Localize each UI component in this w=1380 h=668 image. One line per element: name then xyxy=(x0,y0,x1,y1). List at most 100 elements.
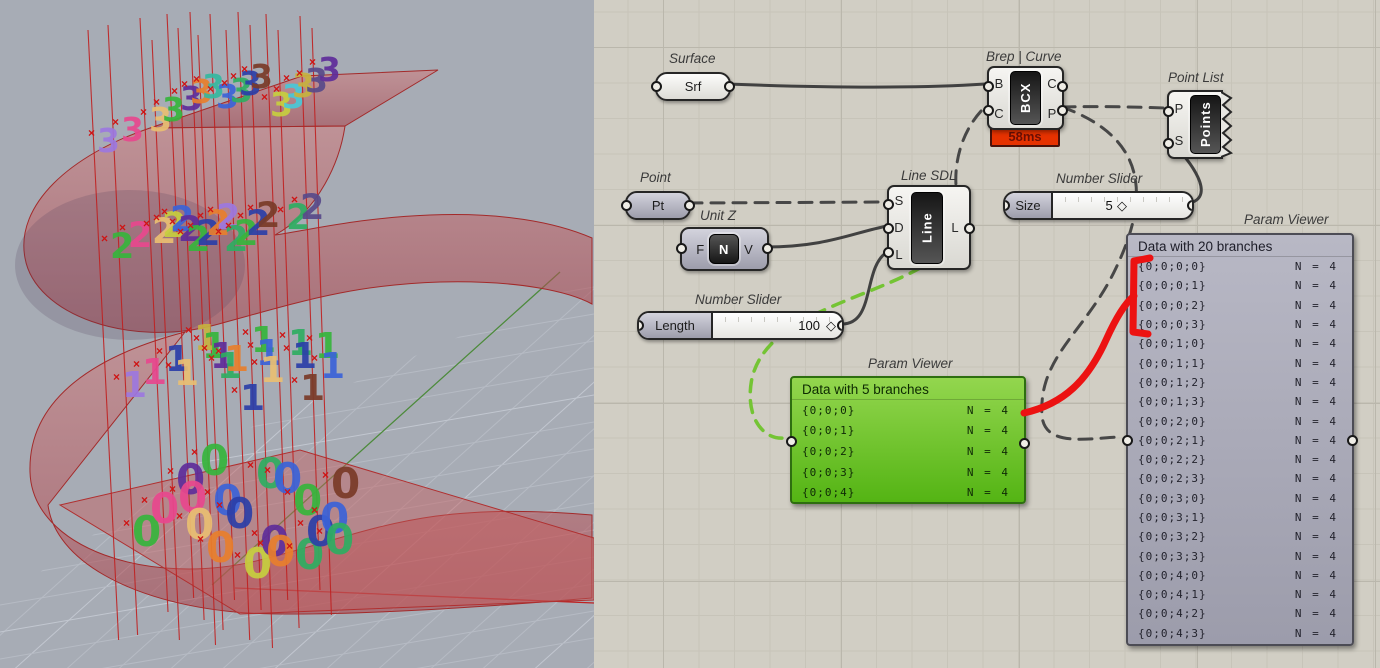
branch-count: N = 4 xyxy=(1295,453,1338,466)
point-index-digit: 0 xyxy=(331,459,360,508)
viewer5-rows: {0;0;0}N = 4 {0;0;1} N = 4 {0;0;2}N = 4{0;0… xyxy=(792,400,1024,503)
point-index-digit: 1 xyxy=(142,352,167,393)
point-marker-x: × xyxy=(296,66,303,80)
point-marker-x: × xyxy=(123,516,130,530)
size-slider-handle[interactable]: ◇ xyxy=(1117,198,1127,214)
length-slider-handle[interactable]: ◇ xyxy=(826,318,836,334)
branch-count: N = 4 xyxy=(967,486,1010,499)
branch-path: {0;0;1;0} xyxy=(1138,337,1207,350)
surface-param[interactable]: Srf xyxy=(655,72,731,101)
point-marker-x: × xyxy=(88,126,95,140)
size-slider-output-grip[interactable] xyxy=(1187,200,1194,211)
brep-curve-component[interactable]: B C BCX C P xyxy=(987,66,1064,130)
branch-path: {0;0;1} xyxy=(802,424,855,437)
point-marker-x: × xyxy=(215,344,222,358)
bcx-grip-in-c[interactable] xyxy=(983,105,994,116)
point-output-grip[interactable] xyxy=(684,200,695,211)
point-marker-x: × xyxy=(169,482,176,496)
bcx-inputs: B C xyxy=(989,68,1009,128)
branch-count: N = 4 xyxy=(1295,415,1338,428)
point-index-digit: 1 xyxy=(224,339,249,380)
point-marker-x: × xyxy=(140,105,147,119)
bcx-grip-out-c[interactable] xyxy=(1057,81,1068,92)
point-marker-x: × xyxy=(113,370,120,384)
label-point-list: Point List xyxy=(1168,70,1224,85)
branch-path: {0;0;0;2} xyxy=(1138,299,1207,312)
points-grip-in-s[interactable] xyxy=(1163,138,1174,149)
viewer20-header: Data with 20 branches xyxy=(1128,235,1352,257)
label-number-slider-size: Number Slider xyxy=(1056,171,1142,186)
branch-count: N = 4 xyxy=(1295,299,1338,312)
point-marker-x: × xyxy=(176,509,183,523)
linesdl-grip-in-d[interactable] xyxy=(883,223,894,234)
point-marker-x: × xyxy=(242,325,249,339)
size-slider-track[interactable]: 5 ◇ xyxy=(1053,193,1192,218)
point-marker-x: × xyxy=(291,192,298,206)
length-slider-track[interactable]: 100 ◇ xyxy=(713,313,842,338)
unitz-output-grip[interactable] xyxy=(762,243,773,254)
branch-path: {0;0;4;0} xyxy=(1138,569,1207,582)
size-slider[interactable]: Size 5 ◇ xyxy=(1003,191,1194,220)
point-list-component[interactable]: P S Points xyxy=(1167,90,1223,159)
length-slider[interactable]: Length 100 ◇ xyxy=(637,311,844,340)
bcx-grip-in-b[interactable] xyxy=(983,81,994,92)
linesdl-output-l: L xyxy=(951,220,958,235)
point-marker-x: × xyxy=(101,231,108,245)
unit-z-component[interactable]: F N V xyxy=(680,227,769,271)
points-grip-in-p[interactable] xyxy=(1163,106,1174,117)
line-sdl-component[interactable]: S D L Line L xyxy=(887,185,971,270)
unitz-input-f: F xyxy=(696,242,704,257)
viewer5-input-grip[interactable] xyxy=(786,436,797,447)
branch-count: N = 4 xyxy=(1295,434,1338,447)
viewport-scene: 3×3×3×3×3×3×3×3×3×3×3×3×3×3×3×3×2×2×2×2×… xyxy=(0,0,594,668)
point-index-digit: 0 xyxy=(325,515,354,564)
viewer5-output-grip[interactable] xyxy=(1019,438,1030,449)
branch-path: {0;0;2;1} xyxy=(1138,434,1207,447)
linesdl-grip-out-l[interactable] xyxy=(964,223,975,234)
point-param[interactable]: Pt xyxy=(625,191,691,220)
grasshopper-canvas[interactable]: Surface Brep | Curve Point List Point Un… xyxy=(594,0,1380,668)
linesdl-grip-in-l[interactable] xyxy=(883,247,894,258)
point-marker-x: × xyxy=(284,485,291,499)
branch-path: {0;0;4;2} xyxy=(1138,607,1207,620)
branch-row: {0;0;4;1}N = 4 xyxy=(1128,585,1352,604)
branch-row: {0;0;0}N = 4 xyxy=(792,400,1024,421)
branch-path: {0;0;3;2} xyxy=(1138,530,1207,543)
length-slider-value: 100 xyxy=(798,318,820,333)
label-param-viewer-5: Param Viewer xyxy=(868,356,953,371)
branch-row: {0;0;2}N = 4 xyxy=(792,441,1024,462)
wire-unitz-to-line xyxy=(765,226,887,247)
point-marker-x: × xyxy=(221,76,228,90)
label-number-slider-length: Number Slider xyxy=(695,292,781,307)
wire-pt-to-line xyxy=(689,202,887,203)
label-surface: Surface xyxy=(669,51,716,66)
viewer20-output-grip[interactable] xyxy=(1347,435,1358,446)
point-marker-x: × xyxy=(283,71,290,85)
point-marker-x: × xyxy=(171,84,178,98)
linesdl-grip-in-s[interactable] xyxy=(883,199,894,210)
point-marker-x: × xyxy=(247,338,254,352)
branch-row: {0;0;3}N = 4 xyxy=(792,462,1024,483)
length-slider-name: Length xyxy=(639,313,713,338)
param-viewer-5-branches[interactable]: Data with 5 branches {0;0;0}N = 4{0;0;1}… xyxy=(790,376,1026,504)
rhino-viewport[interactable]: 3×3×3×3×3×3×3×3×3×3×3×3×3×3×3×3×2×2×2×2×… xyxy=(0,0,594,668)
surface-output-grip[interactable] xyxy=(724,81,735,92)
point-marker-x: × xyxy=(261,90,268,104)
bcx-grip-out-p[interactable] xyxy=(1057,105,1068,116)
point-marker-x: × xyxy=(277,202,284,216)
bcx-output-p: P xyxy=(1048,106,1057,121)
branch-count: N = 4 xyxy=(1295,357,1338,370)
point-input-grip[interactable] xyxy=(621,200,632,211)
points-input-s: S xyxy=(1175,133,1184,148)
points-zigzag-edge xyxy=(1221,90,1235,159)
branch-path: {0;0;1;1} xyxy=(1138,357,1207,370)
point-index-digit: 1 xyxy=(260,350,285,391)
param-viewer-20-branches[interactable]: Data with 20 branches {0;0;0;0}N = 4{0;0… xyxy=(1126,233,1354,646)
bcx-input-b: B xyxy=(995,76,1004,91)
point-marker-x: × xyxy=(264,463,271,477)
point-index-digit: 1 xyxy=(174,353,199,394)
unitz-input-grip[interactable] xyxy=(676,243,687,254)
length-slider-output-grip[interactable] xyxy=(837,320,844,331)
surface-input-grip[interactable] xyxy=(651,81,662,92)
viewer20-input-grip[interactable] xyxy=(1122,435,1133,446)
